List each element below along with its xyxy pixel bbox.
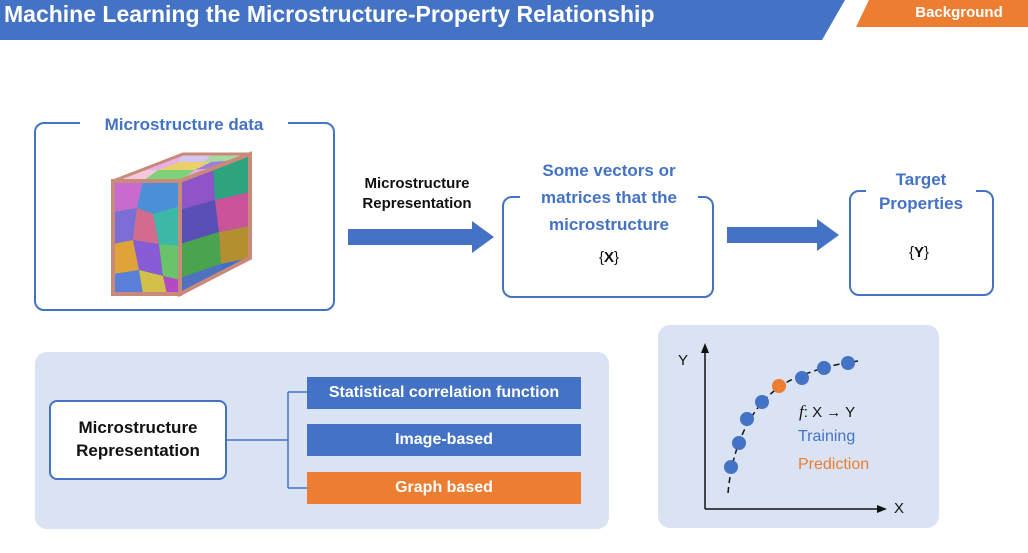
x-axis-label: X [894,500,905,517]
training-point [755,395,769,409]
section-badge: Background [915,4,1003,21]
target-variable-open: { [908,244,914,261]
prediction-point [772,379,786,393]
title-bar [0,0,1028,40]
fit-plot [701,343,887,513]
training-point [795,371,809,385]
representation-label-box [49,400,227,480]
feature-vectors-title-line1: Some vectors or [542,161,676,180]
microstructure-cube-image [111,151,252,298]
training-point [817,361,831,375]
function-label: f: X → Y [799,402,855,422]
feature-vectors-title: Some vectors or matrices that the micros… [520,157,698,238]
y-axis-label: Y [678,352,689,369]
target-properties-title: Target Properties [866,168,976,216]
training-point [732,436,746,450]
target-properties-title-line1: Target [895,170,947,189]
x-axis-arrowhead [877,505,887,513]
function-mapping: : X → Y [803,404,856,421]
training-point [841,356,855,370]
training-point [740,412,754,426]
representation-label-line2: Representation [76,440,200,460]
microstructure-data-title: Microstructure data [80,114,288,136]
arrow1-label-line1: Microstructure [364,175,470,192]
training-point [724,460,738,474]
target-variable-y: Y [913,244,924,261]
page-title: Machine Learning the Microstructure-Prop… [4,1,655,27]
arrow-right-icon [348,221,494,253]
feature-vectors-title-line3: microstructure [549,215,669,234]
arrow-right-icon [727,219,839,251]
feature-variable-open: { [598,249,604,266]
target-properties-title-line2: Properties [878,194,964,213]
representation-label: Microstructure Representation [49,417,227,463]
legend-prediction: Prediction [798,456,870,473]
feature-vectors-title-line2: matrices that the [540,188,678,207]
arrow1-label: Microstructure Representation [344,174,490,215]
fit-curve [727,360,859,494]
feature-variable: {X} [562,249,656,266]
target-variable: {Y} [872,244,966,261]
representation-label-line1: Microstructure [78,418,198,437]
method-statistical-correlation: Statistical correlation function [307,377,581,409]
legend-training: Training [798,428,856,445]
y-axis-arrowhead [701,343,709,353]
method-graph-based: Graph based [307,472,581,504]
method-image-based: Image-based [307,424,581,456]
arrow1-label-line2: Representation [362,195,472,213]
target-variable-close: } [924,244,930,261]
tree-connector [226,391,308,489]
feature-variable-close: } [614,249,620,266]
feature-variable-x: X [603,249,614,266]
function-symbol: f [799,402,804,421]
